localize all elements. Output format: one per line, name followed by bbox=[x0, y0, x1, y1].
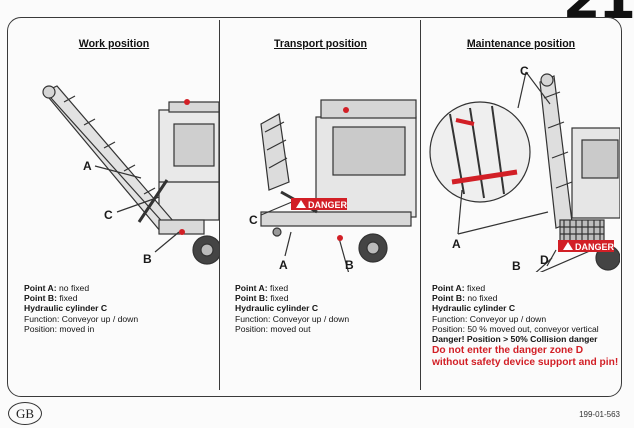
danger-sign-text: DANGER bbox=[575, 242, 615, 252]
point-a-value: fixed bbox=[467, 283, 486, 293]
point-a-key: Point A: bbox=[432, 283, 465, 293]
transport-position-title: Transport position bbox=[274, 38, 367, 50]
function-text: Function: Conveyor up / down bbox=[235, 313, 350, 324]
work-position-illustration: A C B bbox=[42, 85, 219, 266]
danger-sign: DANGER bbox=[291, 198, 348, 210]
panel-divider bbox=[219, 20, 220, 390]
position-text: Position: moved in bbox=[24, 323, 95, 334]
transport-position-illustration: DANGER C A B bbox=[249, 99, 417, 272]
work-position-info: Point A: no fixed Point B: fixed Hydraul… bbox=[24, 283, 138, 334]
cylinder-heading: Hydraulic cylinder C bbox=[432, 303, 516, 314]
maintenance-position-illustration: DANGER C A B D bbox=[429, 64, 620, 272]
point-b-key: Point B: bbox=[235, 293, 268, 304]
position-text: Position: 50 % moved out, conveyor verti… bbox=[432, 323, 599, 334]
transport-position-panel: Transport position DANGER bbox=[221, 20, 420, 390]
point-a-key: Point A: bbox=[235, 283, 268, 293]
danger-sign: DANGER bbox=[558, 240, 615, 252]
position-text: Position: moved out bbox=[235, 323, 311, 334]
maintenance-position-title: Maintenance position bbox=[466, 38, 576, 50]
work-position-panel: Work position bbox=[9, 20, 219, 390]
point-b-label: B bbox=[512, 259, 521, 272]
transport-position-info: Point A: fixed Point B: fixed Hydraulic … bbox=[235, 283, 349, 334]
region-badge: GB bbox=[8, 402, 42, 425]
cylinder-c-label: C bbox=[520, 64, 529, 78]
panel-divider bbox=[420, 20, 421, 390]
document-number: 199-01-563 bbox=[579, 410, 620, 419]
page-number-mark: 21 bbox=[542, 0, 634, 22]
point-b-value: fixed bbox=[59, 293, 78, 304]
point-b-key: Point B: bbox=[24, 293, 57, 304]
point-a-label: A bbox=[83, 159, 92, 173]
cylinder-c-label: C bbox=[249, 213, 258, 227]
point-a-value: fixed bbox=[270, 283, 289, 293]
danger-zone-d-label: D bbox=[540, 253, 549, 267]
function-text: Function: Conveyor up / down bbox=[432, 313, 547, 324]
point-a-label: A bbox=[452, 237, 461, 251]
point-b-label: B bbox=[143, 252, 152, 266]
danger-zone-warning: Do not enter the danger zone D without s… bbox=[432, 345, 619, 369]
point-a-label: A bbox=[279, 258, 288, 272]
danger-sign-text: DANGER bbox=[308, 200, 348, 210]
point-b-value: fixed bbox=[270, 293, 289, 304]
maintenance-position-info: Point A: fixed Point B: no fixed Hydraul… bbox=[432, 283, 622, 370]
cylinder-heading: Hydraulic cylinder C bbox=[235, 303, 319, 314]
point-a-value: no fixed bbox=[59, 283, 90, 293]
work-position-title: Work position bbox=[78, 38, 150, 50]
point-b-key: Point B: bbox=[432, 293, 465, 304]
cylinder-c-label: C bbox=[104, 208, 113, 222]
point-b-value: no fixed bbox=[467, 293, 498, 304]
collision-danger-text: Danger! Position > 50% Collision danger bbox=[432, 334, 598, 345]
function-text: Function: Conveyor up / down bbox=[24, 313, 139, 324]
cylinder-heading: Hydraulic cylinder C bbox=[24, 303, 108, 314]
diagram-frame bbox=[7, 17, 622, 397]
point-a-key: Point A: bbox=[24, 283, 57, 293]
maintenance-position-panel: Maintenance position bbox=[422, 20, 620, 390]
point-b-label: B bbox=[345, 258, 354, 272]
